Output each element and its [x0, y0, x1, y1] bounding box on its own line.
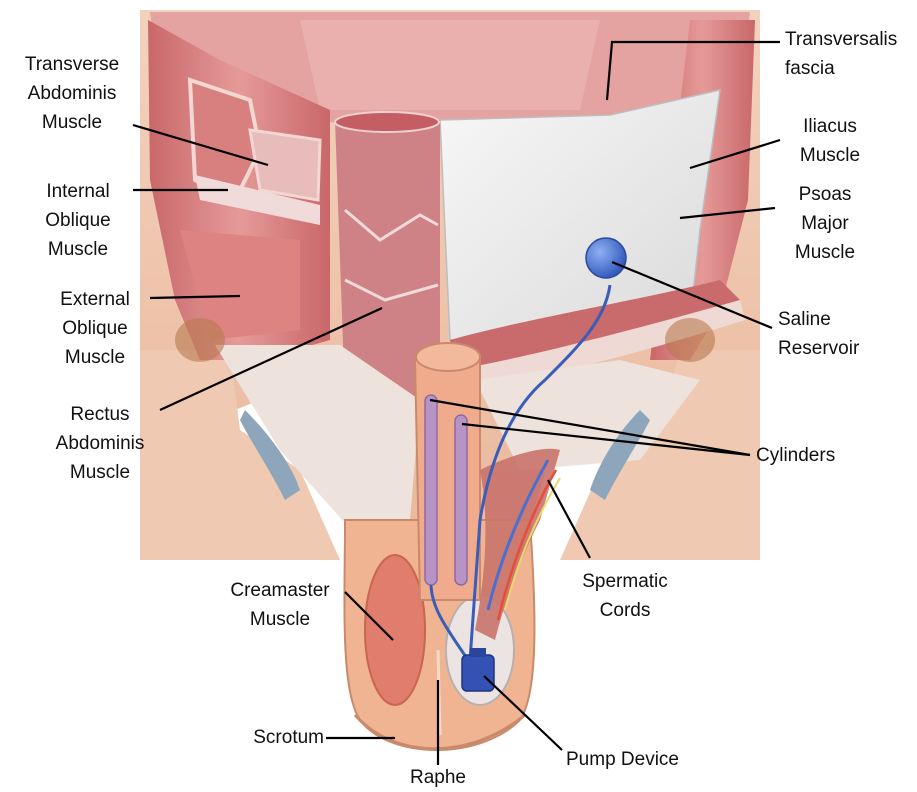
- label-internal-oblique: Internal Oblique Muscle: [28, 177, 128, 264]
- transverse-block: [250, 130, 320, 200]
- pump-device-top: [470, 648, 486, 657]
- label-raphe: Raphe: [388, 763, 488, 792]
- cylinder-right: [455, 415, 467, 585]
- label-cylinders: Cylinders: [756, 441, 876, 470]
- back-wall-shade: [300, 20, 600, 110]
- label-transverse-abdominis: Transverse Abdominis Muscle: [7, 50, 137, 137]
- label-external-oblique: External Oblique Muscle: [40, 285, 150, 372]
- label-rectus-abdominis: Rectus Abdominis Muscle: [40, 400, 160, 487]
- penis-glans: [416, 343, 480, 371]
- left-testis: [365, 555, 425, 705]
- right-hip-shadow: [665, 318, 715, 362]
- pump-device-body: [462, 655, 494, 691]
- label-spermatic-cords: Spermatic Cords: [570, 567, 680, 625]
- label-transversalis-fascia: Transversalis fascia: [785, 25, 915, 83]
- label-saline-reservoir: Saline Reservoir: [778, 305, 898, 363]
- label-psoas-major: Psoas Major Muscle: [775, 180, 875, 267]
- saline-reservoir-ball: [586, 238, 626, 278]
- left-hip-shadow: [175, 318, 225, 362]
- label-iliacus: Iliacus Muscle: [780, 112, 880, 170]
- rectus-top-cut: [335, 112, 439, 132]
- cylinder-left: [425, 395, 437, 585]
- label-pump-device: Pump Device: [566, 745, 706, 774]
- label-creamaster: Creamaster Muscle: [215, 576, 345, 634]
- label-scrotum: Scrotum: [220, 723, 324, 752]
